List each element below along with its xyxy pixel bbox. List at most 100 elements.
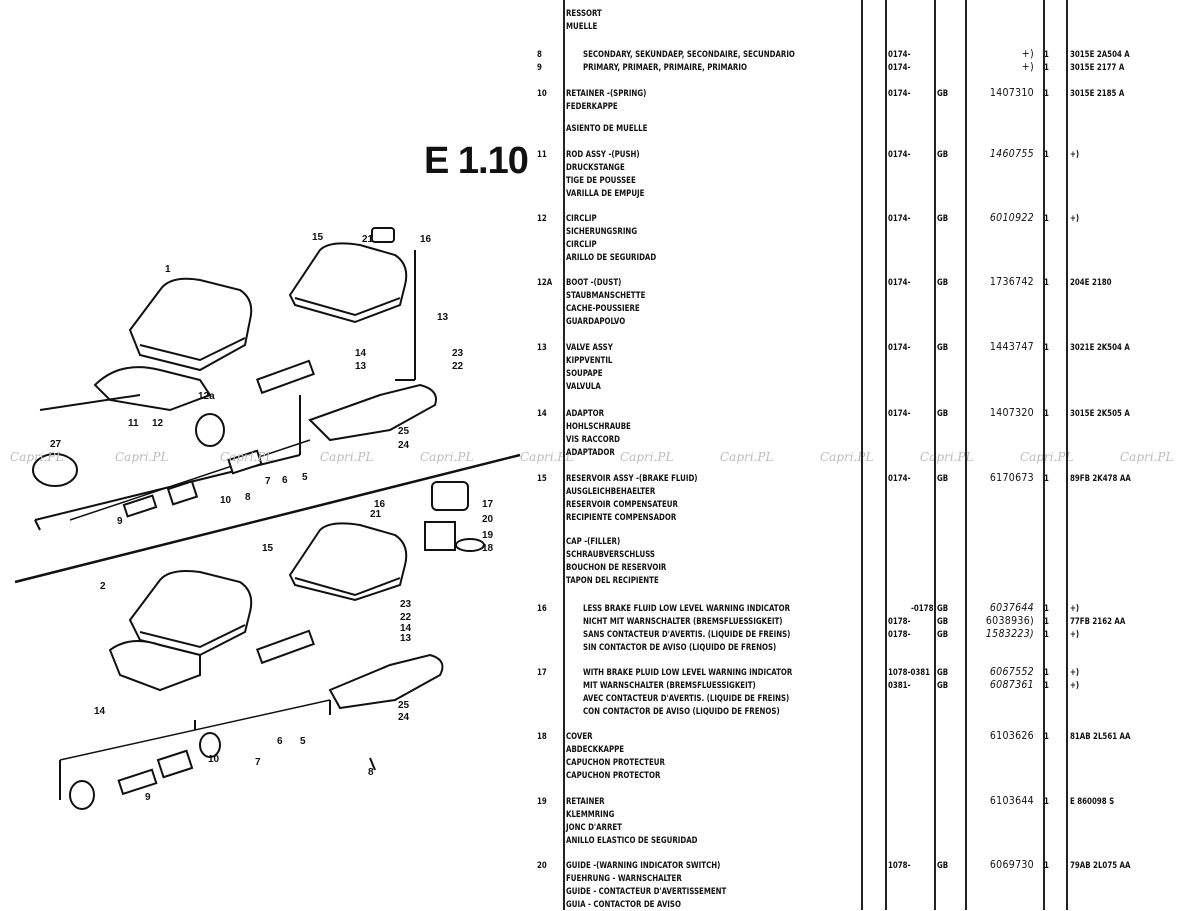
part-description: TIGE DE POUSSEE xyxy=(566,176,636,186)
source-code: GB xyxy=(937,604,949,614)
part-number: 1583223) xyxy=(985,628,1034,640)
callout-label: 7 xyxy=(265,476,271,487)
date-range: 1078- xyxy=(888,861,911,871)
callout-label: 6 xyxy=(277,736,283,747)
item-number: 20 xyxy=(537,861,547,871)
item-number: 10 xyxy=(537,89,547,99)
column-divider xyxy=(563,0,565,910)
watermark: Capri.PL xyxy=(220,450,274,464)
watermark: Capri.PL xyxy=(820,450,874,464)
part-description: SCHRAUBVERSCHLUSS xyxy=(566,550,655,560)
source-code: GB xyxy=(937,278,949,288)
watermark: Capri.PL xyxy=(1020,450,1074,464)
reference-number: 3021E 2K504 A xyxy=(1070,343,1130,353)
quantity: 1 xyxy=(1044,278,1049,288)
part-description: ROD ASSY -(PUSH) xyxy=(566,150,640,160)
callout-label: 9 xyxy=(145,792,151,803)
callout-label: 2 xyxy=(100,581,106,592)
part-description: RESERVOIR ASSY -(BRAKE FLUID) xyxy=(566,474,698,484)
quantity: 1 xyxy=(1044,604,1049,614)
callout-label: 5 xyxy=(302,472,308,483)
date-range: 0174- xyxy=(888,150,911,160)
callout-label: 13 xyxy=(437,312,449,323)
part-description: SIN CONTACTOR DE AVISO (LIQUIDO DE FRENO… xyxy=(583,643,777,653)
part-description: STAUBMANSCHETTE xyxy=(566,291,646,301)
part-number: 6103626 xyxy=(989,730,1034,742)
part-description: DRUCKSTANGE xyxy=(566,163,625,173)
reference-number: +) xyxy=(1070,681,1080,691)
date-range: 0178- xyxy=(888,617,911,627)
callout-label: 23 xyxy=(452,348,464,359)
quantity: 1 xyxy=(1044,343,1049,353)
source-code: GB xyxy=(937,89,949,99)
part-description: CIRCLIP xyxy=(566,214,597,224)
part-description: RECIPIENTE COMPENSADOR xyxy=(566,513,677,523)
reference-number: +) xyxy=(1070,150,1080,160)
quantity: 1 xyxy=(1044,617,1049,627)
column-divider xyxy=(885,0,887,910)
source-code: GB xyxy=(937,343,949,353)
reference-number: 3015E 2185 A xyxy=(1070,89,1125,99)
part-number: 6087361 xyxy=(989,679,1034,691)
callout-label: 12 xyxy=(152,418,164,429)
part-description: KIPPVENTIL xyxy=(566,356,613,366)
part-number: 6170673 xyxy=(989,472,1034,484)
callout-label: 24 xyxy=(398,440,410,451)
part-description: CAPUCHON PROTECTOR xyxy=(566,771,661,781)
reference-number: 89FB 2K478 AA xyxy=(1070,474,1131,484)
source-code: GB xyxy=(937,214,949,224)
item-number: 12A xyxy=(537,278,553,288)
watermark: Capri.PL xyxy=(520,450,574,464)
part-description: RETAINER -(SPRING) xyxy=(566,89,647,99)
callout-label: 22 xyxy=(400,612,412,623)
reference-number: 3015E 2K505 A xyxy=(1070,409,1130,419)
watermark: Capri.PL xyxy=(10,450,64,464)
page-title: E 1.10 xyxy=(424,140,529,182)
reference-number: 204E 2180 xyxy=(1070,278,1112,288)
part-description: CACHE-POUSSIERE xyxy=(566,304,640,314)
part-description: GUIA - CONTACTOR DE AVISO xyxy=(566,900,681,910)
callout-label: 14 xyxy=(94,706,106,717)
watermark: Capri.PL xyxy=(620,450,674,464)
part-description: HOHLSCHRAUBE xyxy=(566,422,631,432)
part-number: 6103644 xyxy=(989,795,1034,807)
callout-label: 22 xyxy=(452,361,464,372)
watermark: Capri.PL xyxy=(320,450,374,464)
callout-label: 23 xyxy=(400,599,412,610)
part-number: +) xyxy=(1021,48,1034,60)
date-range: 0174- xyxy=(888,214,911,224)
callout-label: 7 xyxy=(255,757,261,768)
item-number: 8 xyxy=(537,50,542,60)
callout-label: 21 xyxy=(370,509,382,520)
callout-label: 14 xyxy=(400,623,412,634)
quantity: 1 xyxy=(1044,681,1049,691)
part-description: MUELLE xyxy=(566,22,598,32)
part-description: CON CONTACTOR DE AVISO (LIQUIDO DE FRENO… xyxy=(583,707,780,717)
date-range: 0178- xyxy=(888,630,911,640)
part-number: 1460755 xyxy=(989,148,1034,160)
callout-label: 5 xyxy=(300,736,306,747)
part-description: LESS BRAKE FLUID LOW LEVEL WARNING INDIC… xyxy=(583,604,790,614)
column-divider xyxy=(1043,0,1045,910)
reference-number: +) xyxy=(1070,214,1080,224)
date-range: 1078-0381 xyxy=(888,668,931,678)
reference-number: +) xyxy=(1070,604,1080,614)
part-description: CIRCLIP xyxy=(566,240,597,250)
part-description: AVEC CONTACTEUR D'AVERTIS. (LIQUIDE DE F… xyxy=(583,694,790,704)
item-number: 12 xyxy=(537,214,547,224)
part-number: 6067552 xyxy=(989,666,1034,678)
part-number: 6010922 xyxy=(989,212,1034,224)
date-range: 0174- xyxy=(888,89,911,99)
callout-label: 1 xyxy=(165,264,171,275)
part-description: KLEMMRING xyxy=(566,810,615,820)
item-number: 9 xyxy=(537,63,542,73)
part-description: VALVE ASSY xyxy=(566,343,613,353)
reference-number: +) xyxy=(1070,630,1080,640)
source-code: GB xyxy=(937,861,949,871)
callout-label: 16 xyxy=(374,499,386,510)
watermark: Capri.PL xyxy=(420,450,474,464)
part-description: GUARDAPOLVO xyxy=(566,317,626,327)
part-description: BOUCHON DE RESERVOIR xyxy=(566,563,667,573)
watermark: Capri.PL xyxy=(1120,450,1174,464)
quantity: 1 xyxy=(1044,630,1049,640)
